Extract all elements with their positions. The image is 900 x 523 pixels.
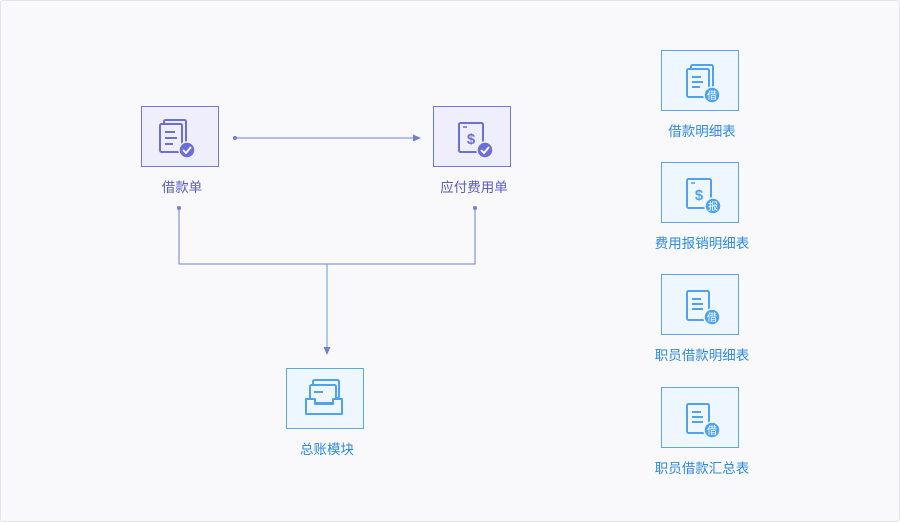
document-icon: 借 bbox=[686, 403, 721, 439]
dollar-document-check-icon: $ bbox=[458, 122, 494, 159]
document-check-icon bbox=[159, 119, 196, 159]
general-ledger-node[interactable] bbox=[286, 368, 364, 429]
svg-text:$: $ bbox=[695, 187, 704, 204]
report-label-staff-loan-detail: 职员借款明细表 bbox=[654, 348, 750, 364]
report-node-expense-reimbursement[interactable]: $ 报 bbox=[661, 162, 739, 223]
report-label-staff-loan-summary: 职员借款汇总表 bbox=[654, 461, 750, 477]
merge-connector-to-ledger bbox=[177, 206, 477, 355]
report-badge: 借 bbox=[707, 425, 717, 437]
arrow-loan-to-payable bbox=[233, 134, 421, 142]
report-badge: 报 bbox=[708, 200, 718, 213]
document-icon: 借 bbox=[686, 290, 721, 326]
report-node-staff-loan-detail[interactable]: 借 bbox=[661, 274, 739, 335]
payable-expense-node[interactable]: $ bbox=[433, 106, 511, 167]
payable-expense-label: 应付费用单 bbox=[440, 180, 508, 196]
inbox-tray-icon bbox=[305, 379, 343, 415]
report-node-staff-loan-summary[interactable]: 借 bbox=[661, 387, 739, 448]
stacked-documents-icon: 借 bbox=[686, 64, 721, 104]
svg-text:$: $ bbox=[467, 131, 476, 148]
report-label-expense-reimbursement: 费用报销明细表 bbox=[654, 236, 750, 252]
report-badge: 借 bbox=[707, 90, 717, 102]
report-label-loan-detail: 借款明细表 bbox=[668, 124, 736, 140]
report-node-loan-detail[interactable]: 借 bbox=[661, 50, 739, 111]
general-ledger-label: 总账模块 bbox=[300, 442, 354, 458]
loan-slip-label: 借款单 bbox=[161, 180, 203, 196]
dollar-document-icon: $ 报 bbox=[686, 178, 722, 215]
loan-slip-node[interactable] bbox=[141, 106, 219, 167]
report-badge: 借 bbox=[707, 312, 717, 324]
